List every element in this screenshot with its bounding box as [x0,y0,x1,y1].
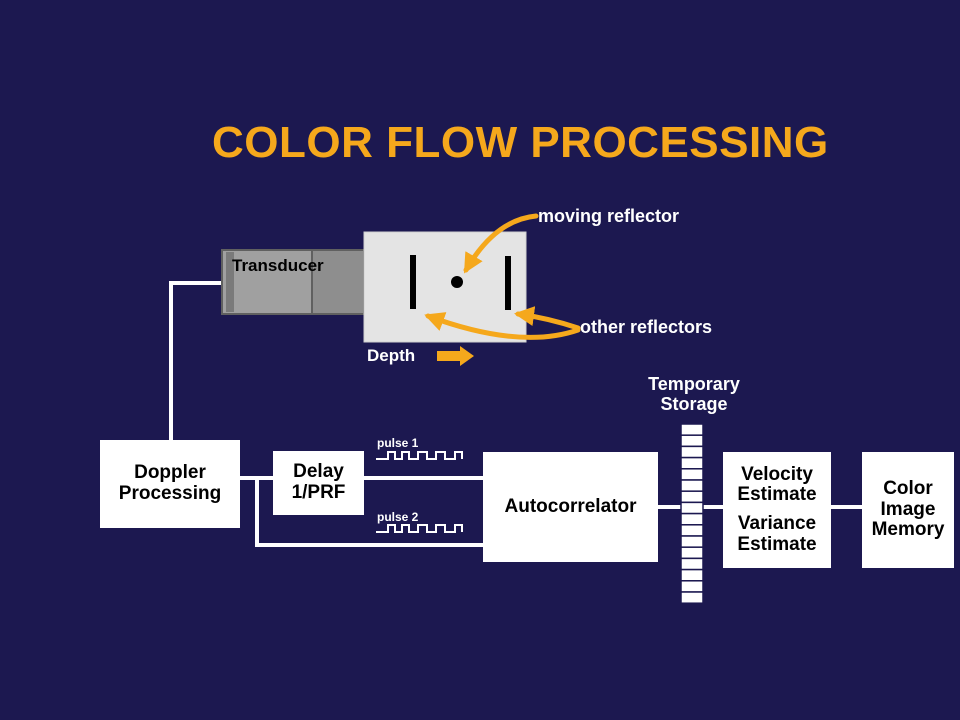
pulse2-line [255,478,483,547]
variance-line1: Variance [737,513,817,534]
doppler-line2: Processing [118,483,222,504]
other-reflector-arrow-left [424,312,581,340]
depth-arrow-icon [437,346,474,366]
memory-line1: Color [883,478,933,500]
storage-cell [680,468,704,481]
storage-cell [680,557,704,571]
variance-line2: Estimate [737,533,817,555]
estimate-block: Velocity Estimate Variance Estimate [723,452,831,568]
pulse1-label: pulse 1 [377,436,419,450]
storage-cell [680,501,704,515]
transducer-label: Transducer [232,256,324,275]
storage-cell [680,479,704,492]
depth-label: Depth [367,346,416,365]
storage-cell [680,490,704,504]
storage-cell [680,535,704,548]
delay-line1: Delay [293,461,344,483]
storage-cell [680,524,704,537]
page-title: COLOR FLOW PROCESSING [212,118,829,167]
velocity-line2: Estimate [737,484,817,506]
autocorrelator-block: Autocorrelator [483,452,658,562]
moving-reflector-arrow [463,213,539,274]
color-image-memory-block: Color Image Memory [862,452,954,568]
storage-cell [680,568,704,582]
transducer-to-doppler-line [169,281,228,440]
storage-cell [680,423,704,436]
reflector-arrows [424,213,581,340]
storage-cell [680,445,704,459]
reflector-right [505,256,511,310]
pulse2-label: pulse 2 [377,510,419,524]
storage-cell [680,580,704,593]
temporary-storage-line2: Storage [660,393,728,414]
memory-line3: Memory [871,519,945,541]
pulse-waveforms [376,451,463,533]
storage-cell [680,434,704,448]
storage-cell [680,591,704,604]
pulse1-waveform [376,451,463,460]
other-reflectors-label: other reflectors [580,317,713,337]
memory-line2: Image [880,498,936,520]
storage-cell [680,456,704,470]
delay-line2: 1/PRF [291,482,346,503]
other-reflector-arrow-right [514,306,581,331]
pulse2-waveform [376,524,463,533]
doppler-processing-block: Doppler Processing [100,440,240,528]
reflector-left [410,255,416,309]
delay-block: Delay 1/PRF [273,451,364,515]
signal-lines [169,281,862,547]
temporary-storage-line1: Temporary [648,374,740,394]
temporary-storage-label: Temporary Storage [634,374,754,415]
beam-area [363,231,527,343]
moving-reflector-label: moving reflector [538,206,680,226]
doppler-line1: Doppler [134,462,206,484]
temporary-storage-stack [680,423,704,604]
transducer [221,249,365,315]
moving-reflector-dot [451,276,463,288]
storage-cell [680,512,704,526]
storage-cell [680,546,704,560]
velocity-line1: Velocity [741,463,813,485]
